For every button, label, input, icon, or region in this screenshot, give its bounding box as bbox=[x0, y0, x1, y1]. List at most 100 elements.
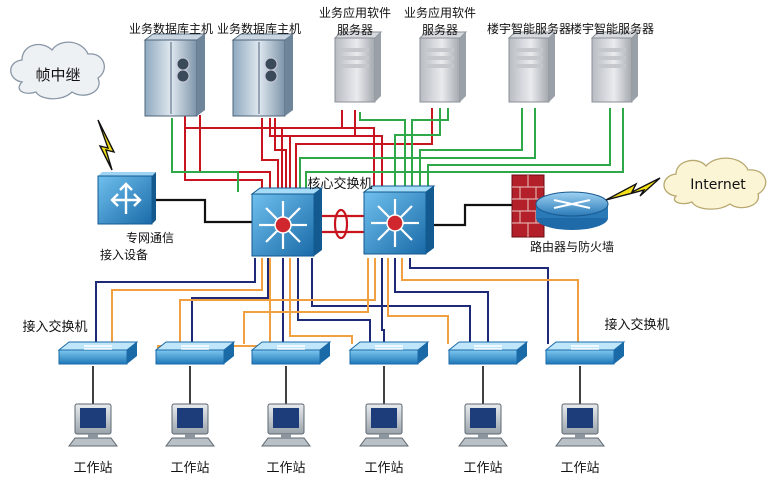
red-link bbox=[274, 118, 287, 192]
frame-relay-cloud: 帧中继 bbox=[10, 41, 105, 100]
workstation-label: 工作站 bbox=[560, 461, 599, 476]
monitor-stand bbox=[478, 434, 488, 439]
orange-link bbox=[157, 258, 271, 352]
access-switch-1 bbox=[57, 341, 139, 365]
server-label: 业务数据库主机 bbox=[129, 21, 213, 36]
navy-link bbox=[409, 258, 549, 344]
monitor-stand bbox=[379, 434, 389, 439]
green-link bbox=[305, 108, 624, 192]
server-label: 服务器 bbox=[337, 22, 373, 37]
access-switch-2 bbox=[154, 341, 236, 365]
orange-link bbox=[111, 258, 263, 344]
access-switch-icon bbox=[545, 349, 615, 365]
server-label: 楼宇智能服务器 bbox=[487, 21, 571, 36]
app-server-icon bbox=[591, 37, 633, 103]
core-hub-icon bbox=[386, 214, 404, 232]
server-side bbox=[375, 32, 381, 102]
server-label: 业务数据库主机 bbox=[217, 21, 301, 36]
navy-link bbox=[191, 258, 269, 344]
drive-bay bbox=[515, 56, 543, 60]
server-bld2: 楼宇智能服务器 bbox=[570, 21, 654, 103]
internet-label: Internet bbox=[690, 177, 746, 193]
monitor-screen bbox=[177, 408, 203, 428]
drive-bay bbox=[341, 48, 369, 52]
fan-icon bbox=[176, 69, 190, 83]
monitor-stand bbox=[575, 434, 585, 439]
server-label: 业务应用软件 bbox=[319, 5, 391, 20]
workstation-label: 工作站 bbox=[266, 461, 305, 476]
navy-link bbox=[95, 258, 256, 344]
orange-link bbox=[387, 258, 449, 344]
server-db1: 业务数据库主机 bbox=[129, 21, 213, 117]
red-link bbox=[261, 118, 279, 192]
device-top bbox=[98, 172, 156, 176]
orange-link bbox=[289, 258, 353, 344]
keyboard-icon bbox=[555, 437, 605, 447]
green-link bbox=[419, 108, 523, 190]
private-net-link bbox=[156, 198, 252, 224]
drive-bay bbox=[515, 48, 543, 52]
access-switch-icon bbox=[448, 349, 518, 365]
server-row: 业务数据库主机业务数据库主机业务应用软件服务器业务应用软件服务器楼宇智能服务器楼… bbox=[129, 5, 654, 117]
green-link bbox=[171, 118, 239, 192]
cable-layer bbox=[92, 108, 624, 404]
workstation-links bbox=[92, 366, 581, 404]
core-switch-2 bbox=[362, 185, 436, 255]
monitor-screen bbox=[80, 408, 106, 428]
green-link bbox=[411, 108, 449, 190]
private-net-label-1: 专网通信 bbox=[126, 230, 174, 245]
core-hub-icon bbox=[274, 216, 292, 234]
workstation-label: 工作站 bbox=[463, 461, 502, 476]
workstation-4: 工作站 bbox=[359, 403, 409, 476]
core-switch-top bbox=[362, 185, 436, 193]
drive-bay bbox=[426, 64, 454, 68]
ray bbox=[287, 207, 301, 221]
server-db2: 业务数据库主机 bbox=[217, 21, 301, 117]
app-server-icon bbox=[334, 37, 376, 103]
access-switch-label-right: 接入交换机 bbox=[604, 317, 669, 333]
navy-link bbox=[297, 258, 371, 344]
red-link bbox=[295, 108, 433, 192]
monitor-screen bbox=[273, 408, 299, 428]
keyboard-icon bbox=[359, 437, 409, 447]
arrows-icon bbox=[110, 182, 142, 214]
fan-icon bbox=[264, 57, 278, 71]
private-net-label-2: 接入设备 bbox=[100, 247, 148, 262]
monitor-screen bbox=[470, 408, 496, 428]
workstation-5: 工作站 bbox=[458, 403, 508, 476]
green-links bbox=[171, 108, 624, 192]
workstation-label: 工作站 bbox=[364, 461, 403, 476]
access-switch-3 bbox=[250, 341, 332, 365]
server-side bbox=[197, 34, 205, 116]
access-switch-side bbox=[320, 342, 330, 364]
navy-links bbox=[95, 258, 549, 344]
red-links bbox=[184, 108, 433, 192]
access-switch-icon bbox=[58, 349, 128, 365]
green-link bbox=[299, 108, 536, 192]
ray bbox=[265, 229, 279, 243]
workstation-label: 工作站 bbox=[73, 461, 112, 476]
drive-bay bbox=[341, 56, 369, 60]
server-label: 服务器 bbox=[422, 22, 458, 37]
green-link bbox=[359, 112, 406, 190]
green-link bbox=[427, 108, 611, 190]
drive-bay bbox=[598, 48, 626, 52]
router-link bbox=[430, 203, 512, 227]
frame-relay-label: 帧中继 bbox=[35, 66, 80, 84]
access-switch-side bbox=[517, 342, 527, 364]
monitor-screen bbox=[567, 408, 593, 428]
access-switch-icon bbox=[155, 349, 225, 365]
server-side bbox=[285, 34, 293, 116]
ray bbox=[399, 205, 413, 219]
server-label: 业务应用软件 bbox=[404, 5, 476, 20]
internet-cloud: Internet bbox=[663, 157, 767, 210]
core-switch-side bbox=[314, 188, 322, 256]
cloud-shape bbox=[10, 41, 105, 100]
ray bbox=[377, 205, 391, 219]
ray bbox=[399, 227, 413, 241]
app-server-icon bbox=[419, 37, 461, 103]
lightning-bolt-icon bbox=[605, 177, 661, 201]
workstations: 工作站工作站工作站工作站工作站工作站 bbox=[68, 403, 605, 476]
router-arrows-icon bbox=[553, 199, 591, 209]
